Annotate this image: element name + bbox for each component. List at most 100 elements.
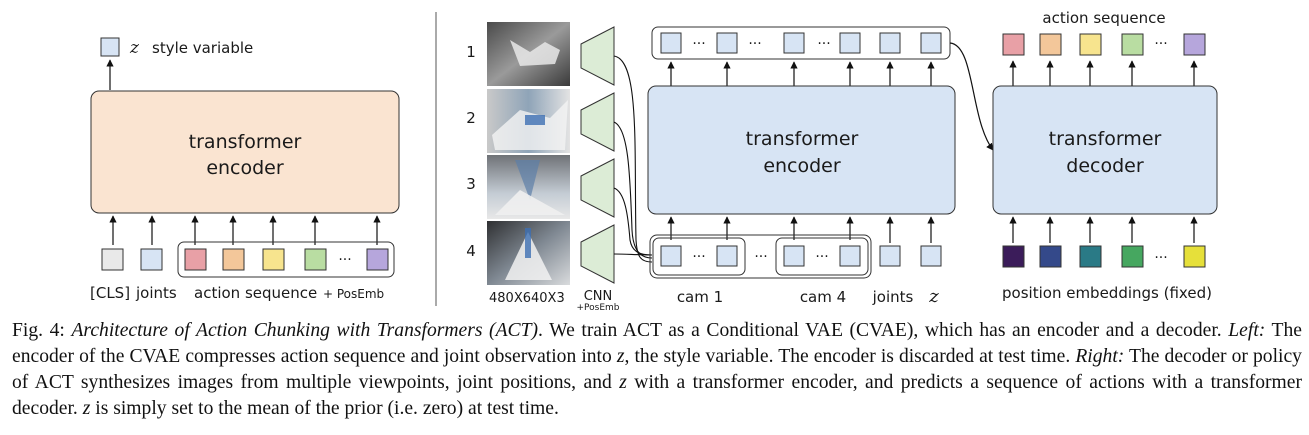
camera-image-2 bbox=[487, 89, 570, 153]
cnn-posemb-label: +PosEmb bbox=[576, 303, 619, 313]
position-embedding-tokens bbox=[1002, 245, 1206, 268]
camera-image-4 bbox=[487, 221, 570, 285]
decoder-output-arrows bbox=[1009, 60, 1198, 86]
cam-number-2: 2 bbox=[466, 109, 476, 127]
encoder-output-token bbox=[783, 32, 805, 54]
cam-number-3: 3 bbox=[466, 175, 476, 193]
between-cams-ellipsis: ··· bbox=[754, 249, 767, 265]
left-action-token bbox=[366, 248, 389, 271]
z-symbol: z bbox=[129, 38, 140, 58]
position-embedding-token bbox=[1002, 245, 1025, 268]
cam-feature-token bbox=[839, 245, 861, 267]
encoder-output-token bbox=[660, 32, 682, 54]
image-size-label: 480X640X3 bbox=[489, 291, 565, 306]
cam-feature-token bbox=[660, 245, 682, 267]
cam-number-1: 1 bbox=[466, 43, 476, 61]
cam-feature-token bbox=[783, 245, 805, 267]
left-action-tokens bbox=[184, 248, 389, 271]
right-z-label: z bbox=[928, 286, 939, 307]
caption-part4: The decoder or policy of ACT synthesizes… bbox=[12, 346, 1302, 393]
joints-label: joints bbox=[135, 284, 177, 302]
right-action-ellipsis: ··· bbox=[1154, 36, 1167, 52]
cam-number-4: 4 bbox=[466, 242, 476, 260]
cnn-block-2 bbox=[580, 92, 615, 152]
left-input-arrows bbox=[109, 215, 381, 245]
cam4-label: cam 4 bbox=[800, 288, 846, 306]
joints-token bbox=[140, 248, 163, 271]
cnn-label: CNN bbox=[584, 289, 613, 304]
left-action-token bbox=[304, 248, 327, 271]
position-embedding-token bbox=[1079, 245, 1102, 268]
position-embedding-token bbox=[1121, 245, 1144, 268]
enc-out-ellipsis-2: ··· bbox=[748, 36, 761, 52]
cls-label: [CLS] bbox=[90, 284, 130, 302]
left-encoder-label-1: transformer bbox=[189, 131, 302, 153]
left-action-sequence-label: action sequence bbox=[194, 284, 317, 302]
right-joints-label: joints bbox=[872, 288, 914, 306]
camera-image-1 bbox=[487, 22, 570, 86]
right-action-token bbox=[1079, 33, 1102, 56]
caption-part2: The encoder of the CVAE compresses actio… bbox=[12, 320, 1302, 367]
cnn-block-3 bbox=[580, 158, 615, 218]
caption-z2: z bbox=[619, 372, 627, 393]
cam1-ellipsis: ··· bbox=[692, 249, 705, 265]
cnn-connections bbox=[613, 55, 653, 263]
caption-right-label: Right: bbox=[1075, 346, 1125, 367]
right-action-token bbox=[1039, 33, 1062, 56]
decoder-label-1: transformer bbox=[1049, 128, 1162, 150]
cnn-block-4 bbox=[580, 224, 615, 284]
camera-image-3 bbox=[487, 155, 570, 219]
caption-prefix: Fig. 4: bbox=[12, 320, 72, 341]
caption-part3: , the style variable. The encoder is dis… bbox=[624, 346, 1076, 367]
joint-or-z-token bbox=[879, 245, 901, 267]
left-posemb-label: + PosEmb bbox=[323, 287, 384, 301]
cls-token bbox=[101, 248, 124, 271]
left-transformer-encoder bbox=[90, 90, 400, 214]
right-action-token bbox=[1183, 33, 1206, 56]
encoder-output-token bbox=[920, 32, 942, 54]
right-action-tokens bbox=[1002, 33, 1206, 56]
style-variable-token bbox=[100, 37, 120, 57]
encoder-output-tokens bbox=[660, 32, 942, 54]
encoder-output-token bbox=[879, 32, 901, 54]
caption-title: Architecture of Action Chunking with Tra… bbox=[71, 320, 539, 341]
enc-out-ellipsis-1: ··· bbox=[692, 36, 705, 52]
right-encoder-label-1: transformer bbox=[746, 128, 859, 150]
cam1-label: cam 1 bbox=[677, 288, 723, 306]
encoder-output-token bbox=[716, 32, 738, 54]
caption-z3: z bbox=[82, 398, 91, 419]
encoder-input-tokens bbox=[660, 245, 942, 267]
cam1-token-group bbox=[652, 237, 746, 276]
caption-left-label: Left: bbox=[1228, 320, 1266, 341]
cnn-block-1 bbox=[580, 26, 615, 86]
right-panel: 1 2 3 4 480X640X3 bbox=[466, 9, 1218, 313]
position-embedding-token bbox=[1183, 245, 1206, 268]
left-encoder-label-2: encoder bbox=[206, 157, 284, 179]
cam4-token-group bbox=[775, 237, 869, 276]
right-action-token bbox=[1121, 33, 1144, 56]
left-action-token bbox=[222, 248, 245, 271]
position-embedding-token bbox=[1039, 245, 1062, 268]
left-action-token bbox=[184, 248, 207, 271]
cam-tokens-outer-group bbox=[649, 234, 872, 279]
caption-z1: z bbox=[616, 346, 625, 367]
right-encoder-label-2: encoder bbox=[763, 155, 841, 177]
right-transformer-decoder bbox=[992, 85, 1218, 215]
decoder-label-2: decoder bbox=[1066, 155, 1144, 177]
style-variable-label: style variable bbox=[152, 39, 253, 57]
cam-feature-token bbox=[716, 245, 738, 267]
figure-caption: Fig. 4: Architecture of Action Chunking … bbox=[12, 318, 1302, 422]
encoder-input-arrows bbox=[667, 216, 935, 243]
right-action-token bbox=[1002, 33, 1025, 56]
encoder-output-token bbox=[839, 32, 861, 54]
right-action-sequence-label: action sequence bbox=[1042, 9, 1165, 27]
memory-arrow bbox=[949, 42, 994, 151]
cam4-ellipsis: ··· bbox=[815, 249, 828, 265]
position-embeddings-label: position embeddings (fixed) bbox=[1002, 284, 1212, 302]
caption-part5: with a transformer encoder, and predicts… bbox=[12, 372, 1302, 419]
left-ellipsis: ··· bbox=[338, 252, 351, 268]
left-panel: z style variable transformer encoder ···… bbox=[90, 37, 400, 302]
enc-out-ellipsis-3: ··· bbox=[817, 36, 830, 52]
joint-or-z-token bbox=[920, 245, 942, 267]
decoder-input-arrows bbox=[1009, 216, 1198, 243]
